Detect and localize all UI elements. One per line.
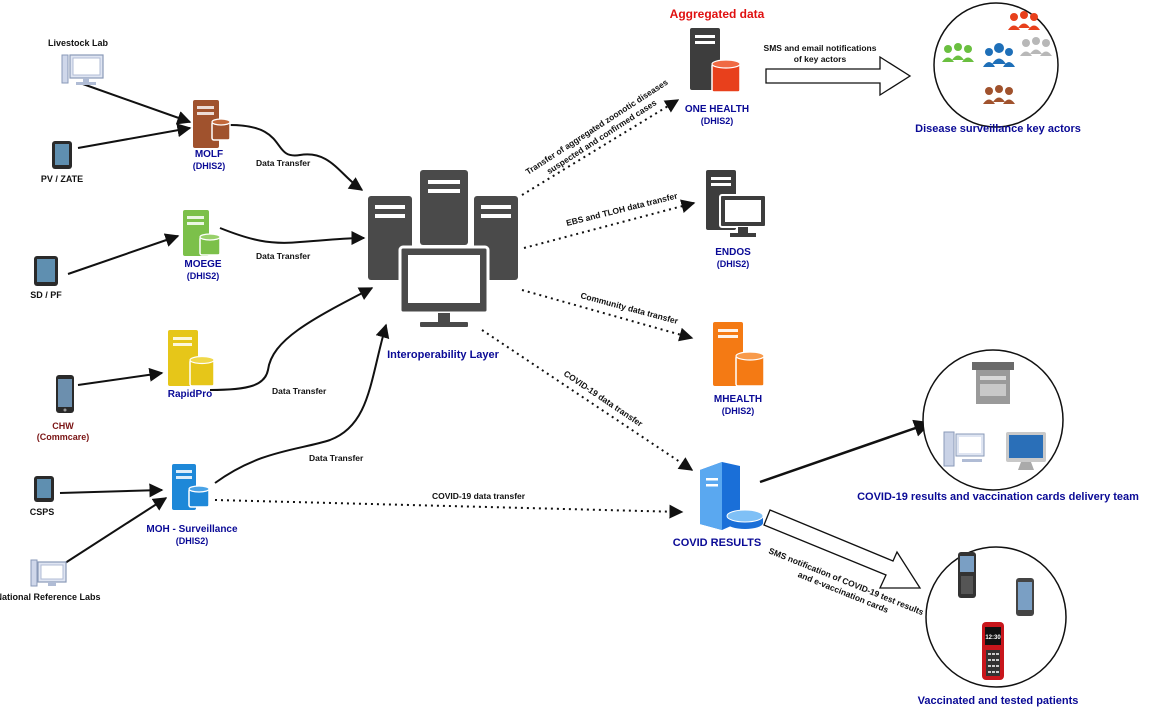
edge-interop-to-covid	[481, 329, 694, 471]
edge-nrl-to-moh	[61, 497, 168, 566]
zoonotic-transfer-label: Transfer of aggregated zoonotic diseases…	[524, 77, 670, 177]
interoperability-layer-icon	[368, 170, 518, 327]
livestock-lab-label: Livestock Lab	[48, 38, 109, 48]
zoonotic-transfer-line-2: suspected and confirmed cases	[545, 97, 659, 176]
edge-pv-to-molf	[77, 123, 192, 149]
edge-molf-to-interop	[229, 124, 364, 191]
sd-pf-label: SD / PF	[30, 290, 62, 300]
chw-phone-icon	[56, 375, 74, 413]
csps-tablet-icon	[34, 476, 54, 502]
covid-results-server-icon	[700, 462, 764, 530]
livestock-lab-computer-icon	[61, 54, 104, 85]
key-actors-label: Disease surveillance key actors	[915, 123, 1081, 135]
edge-livestock-to-molf	[79, 82, 192, 125]
csps-label: CSPS	[30, 507, 55, 517]
key-actors-circle	[933, 2, 1059, 128]
molf-server-icon	[193, 100, 231, 148]
block-arrow-to-patients	[763, 509, 922, 589]
covid-transfer-label-moh: COVID-19 data transfer	[432, 491, 526, 501]
feature-phone-icon: 12:30	[982, 622, 1004, 680]
sms-email-label-line-2: of key actors	[794, 54, 847, 64]
moh-surveillance-label: MOH - Surveillance	[146, 524, 238, 535]
rapidpro-server-icon	[168, 330, 215, 387]
rapidpro-label: RapidPro	[168, 389, 212, 400]
imac-icon	[1006, 432, 1046, 470]
molf-dhis2-label: (DHIS2)	[193, 161, 226, 171]
one-health-label: ONE HEALTH	[685, 104, 749, 115]
moh-dhis2-label: (DHIS2)	[176, 536, 209, 546]
smartphone-icon	[1016, 578, 1034, 616]
national-reference-labs-label: National Reference Labs	[0, 592, 101, 602]
sms-email-label-line-1: SMS and email notifications	[764, 43, 877, 53]
key-actors-people-icon	[942, 11, 1052, 104]
block-arrow-to-key-actors	[765, 55, 912, 97]
mhealth-dhis2-label: (DHIS2)	[722, 406, 755, 416]
interoperability-layer-label: Interoperability Layer	[387, 349, 500, 361]
moege-server-icon	[183, 210, 221, 256]
edge-covid-to-delivery-team	[759, 419, 932, 484]
slider-phone-icon	[958, 552, 976, 598]
endos-server-icon	[706, 170, 767, 237]
aggregated-data-title: Aggregated data	[670, 7, 765, 21]
edge-csps-to-moh	[59, 483, 164, 498]
patients-label: Vaccinated and tested patients	[918, 695, 1079, 707]
national-reference-labs-computer-icon	[30, 559, 67, 587]
edge-chw-to-rapidpro	[77, 367, 164, 386]
data-transfer-label-rapidpro: Data Transfer	[272, 386, 327, 396]
edge-sd-to-moege	[67, 233, 180, 275]
edge-moege-to-interop	[219, 227, 366, 246]
delivery-team-label: COVID-19 results and vaccination cards d…	[857, 491, 1139, 503]
pv-zate-tablet-icon	[52, 141, 72, 169]
commcare-label: (Commcare)	[37, 432, 90, 442]
one-health-dhis2-label: (DHIS2)	[701, 116, 734, 126]
endos-label: ENDOS	[715, 247, 751, 258]
covid-results-label: COVID RESULTS	[673, 537, 761, 549]
one-health-server-icon	[690, 28, 741, 93]
moh-surveillance-server-icon	[172, 464, 210, 510]
desktop-computer-icon	[943, 431, 985, 467]
covid-transfer-label-interop: COVID-19 data transfer	[562, 368, 645, 429]
edge-moh-to-covid	[214, 499, 684, 519]
endos-dhis2-label: (DHIS2)	[717, 259, 750, 269]
molf-label: MOLF	[195, 149, 223, 160]
mhealth-server-icon	[713, 322, 765, 387]
data-transfer-label-molf: Data Transfer	[256, 158, 311, 168]
data-transfer-label-moh: Data Transfer	[309, 453, 364, 463]
zoonotic-transfer-line-1: Transfer of aggregated zoonotic diseases	[524, 77, 670, 177]
edge-rapidpro-to-interop	[209, 287, 374, 391]
connectors	[59, 82, 932, 566]
moege-dhis2-label: (DHIS2)	[187, 271, 220, 281]
edge-interop-to-onehealth	[521, 99, 680, 196]
data-transfer-label-moege: Data Transfer	[256, 251, 311, 261]
sd-pf-tablet-icon	[34, 256, 58, 286]
printer-icon	[972, 362, 1014, 404]
edge-moh-to-interop	[214, 323, 390, 484]
pv-zate-label: PV / ZATE	[41, 174, 83, 184]
moege-label: MOEGE	[184, 259, 222, 270]
mhealth-label: MHEALTH	[714, 394, 762, 405]
chw-label: CHW	[52, 421, 74, 431]
phone-display-time: 12:30	[985, 635, 1001, 641]
community-transfer-label: Community data transfer	[579, 290, 679, 326]
ebs-tloh-transfer-label: EBS and TLOH data transfer	[565, 190, 679, 228]
